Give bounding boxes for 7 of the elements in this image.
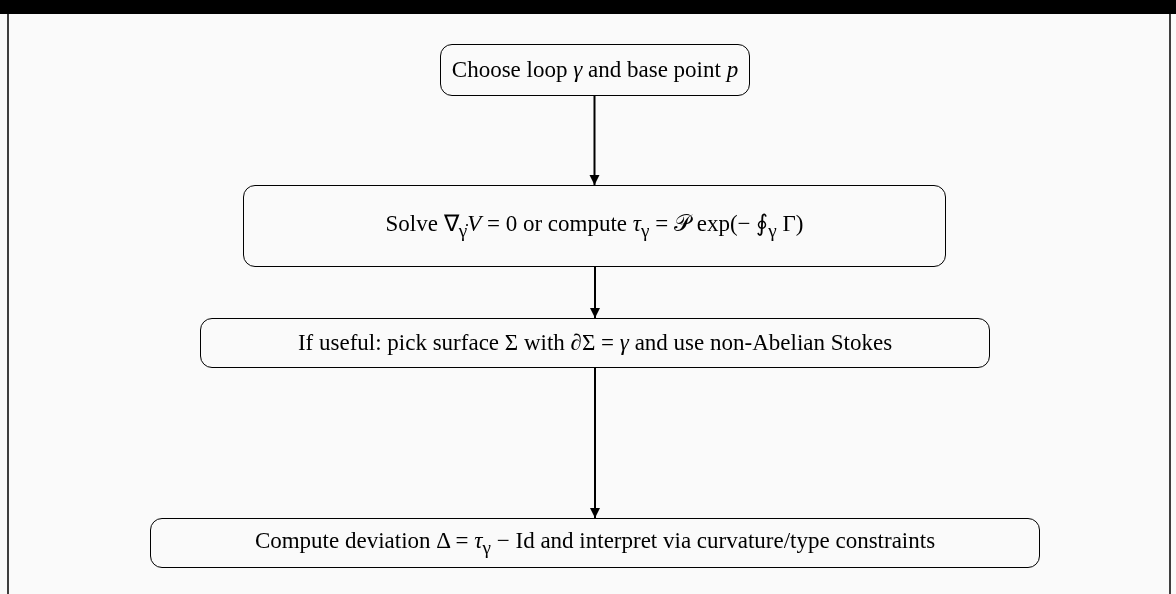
- process-box: Choose loop γ and base point p: [440, 44, 750, 96]
- process-box: Compute deviation Δ = τ$_{γ}$ − Id and interpret via curvature/type constraints: [150, 518, 1040, 568]
- arrow: [590, 367, 600, 519]
- arrow: [590, 266, 600, 319]
- process-box: Solve ∇$_{γ̇}$V = 0 or compute τ$_{γ}$ = 𝒫 exp(− ∮$_{γ}$ Γ): [243, 185, 946, 267]
- process-box: If useful: pick surface Σ with ∂Σ = γ and use non-Abelian Stokes: [200, 318, 990, 368]
- arrow: [589, 95, 600, 186]
